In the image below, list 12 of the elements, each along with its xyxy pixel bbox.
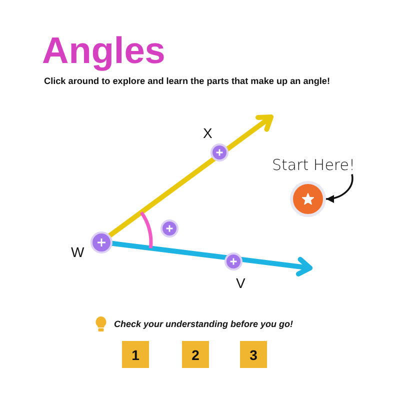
point-label: V: [236, 275, 246, 292]
question-button: 1: [122, 341, 149, 368]
point-label: X: [203, 125, 212, 142]
start-here-text: Start Here!: [272, 157, 355, 174]
point-label: W: [71, 244, 84, 260]
question-button: 3: [240, 341, 267, 368]
subtitle: Click around to explore and learn the parts that make up an angle!: [44, 76, 330, 86]
prompt-text: Check your understanding before you go!: [114, 319, 294, 330]
leader-arrow: [326, 174, 354, 203]
start-button: [290, 181, 326, 217]
title: Angles: [42, 32, 166, 69]
question-button: 2: [182, 341, 209, 368]
